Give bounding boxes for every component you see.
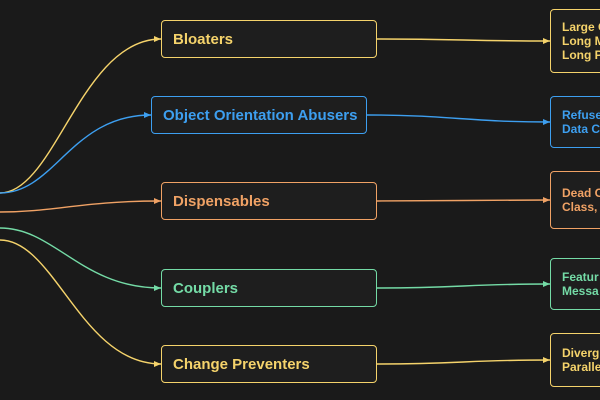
diagram-edges: [0, 36, 551, 367]
leaf-oo-abusers-details[interactable]: Refuse Data C: [550, 96, 600, 148]
edge-oo-abusers-to-details: [366, 114, 551, 125]
edge-root-to-bloaters: [0, 36, 162, 194]
edge-root-to-change-preventers: [0, 239, 162, 367]
leaf-couplers-details[interactable]: Featur Messa: [550, 258, 600, 310]
node-object-orientation-abusers[interactable]: Object Orientation Abusers: [151, 96, 367, 134]
edge-couplers-to-details: [376, 281, 551, 289]
edge-root-to-couplers: [0, 227, 162, 291]
edge-root-to-oo-abusers: [0, 112, 152, 194]
node-dispensables[interactable]: Dispensables: [161, 182, 377, 220]
leaf-dispensables-details[interactable]: Dead C Class,: [550, 171, 600, 229]
leaf-bloaters-details[interactable]: Large C Long M Long P: [550, 9, 600, 73]
edge-dispensables-to-details: [376, 197, 551, 204]
edge-change-preventers-to-details: [376, 357, 551, 365]
node-bloaters[interactable]: Bloaters: [161, 20, 377, 58]
leaf-change-preventers-details[interactable]: Diverg Paralle: [550, 333, 600, 387]
edge-bloaters-to-details: [376, 37, 551, 44]
edge-root-to-dispensables: [0, 198, 162, 213]
node-couplers[interactable]: Couplers: [161, 269, 377, 307]
node-change-preventers[interactable]: Change Preventers: [161, 345, 377, 383]
